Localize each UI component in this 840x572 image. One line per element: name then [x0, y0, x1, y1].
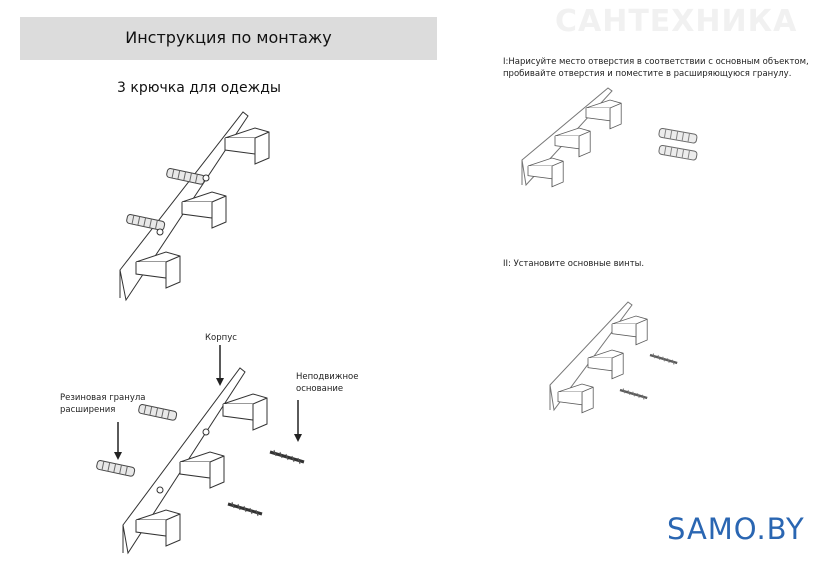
page-title: Инструкция по монтажу	[125, 28, 332, 47]
header-bar: Инструкция по монтажу	[20, 17, 437, 60]
figure-overview	[119, 111, 270, 302]
brand-logo: SAMO.BY	[667, 512, 805, 546]
figure-step2	[549, 301, 679, 414]
label-anchor: Резиновая гранула расширения	[60, 393, 146, 415]
product-subtitle: 3 крючка для одежды	[117, 80, 281, 96]
label-fixed-base: Неподвижное основание	[296, 372, 359, 394]
step1-instruction: I:Нарисуйте место отверстия в соответств…	[503, 57, 809, 79]
label-body: Корпус	[205, 333, 237, 343]
step2-instruction: II: Установите основные винты.	[503, 259, 645, 269]
figure-parts	[95, 345, 306, 555]
figure-step1	[521, 87, 698, 188]
watermark: САНТЕХНИКА	[555, 4, 798, 39]
